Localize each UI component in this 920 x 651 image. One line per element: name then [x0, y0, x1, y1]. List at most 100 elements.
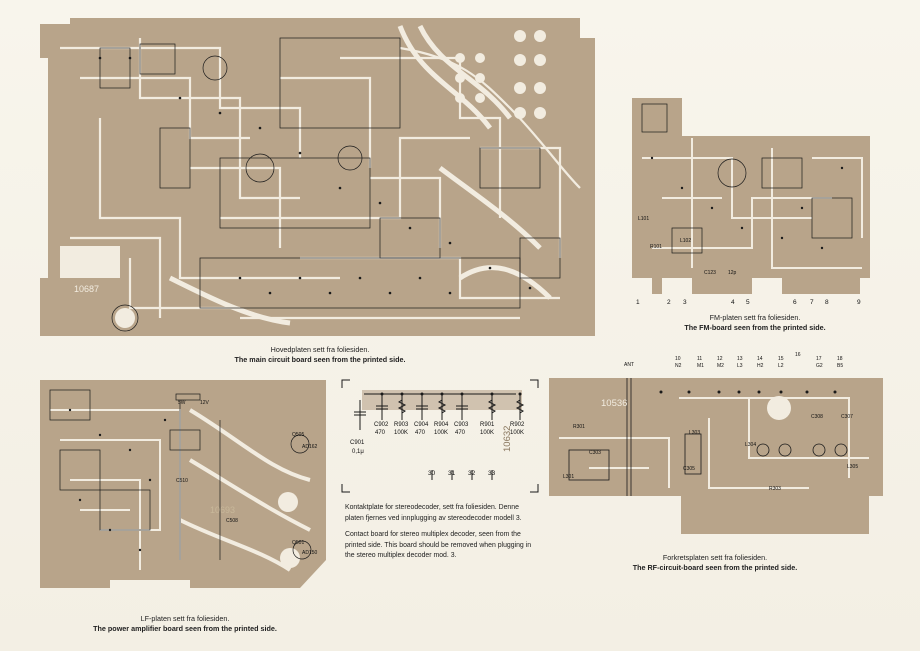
- fm-pin-2: 2: [667, 299, 671, 306]
- lf-label-c510: C510: [176, 478, 188, 484]
- fm-board-caption-en: The FM-board seen from the printed side.: [684, 323, 826, 332]
- contact-r903-ref: R903: [394, 422, 409, 428]
- main-board-caption-no: Hovedplaten sett fra foliesiden.: [270, 345, 370, 354]
- rf-label-l305: L305: [847, 464, 859, 470]
- lf-label-c508: C508: [226, 518, 238, 524]
- fm-pin-7: 7: [810, 299, 814, 306]
- fm-label-l101: L101: [638, 216, 650, 222]
- rf-terminal-15-num: 15: [778, 356, 784, 362]
- lf-power-amplifier-board: 12V 5W Q505 AD162 Q501 AD150 C510 C508 1…: [40, 380, 326, 588]
- rf-terminal-ant: ANT: [624, 362, 634, 368]
- contact-r902-ref: R902: [510, 422, 525, 428]
- main-circuit-board: 10687: [40, 18, 595, 336]
- contact-board-text-en: Contact board for stereo multiplex decod…: [345, 531, 532, 560]
- rf-terminal-13-num: 13: [737, 356, 743, 362]
- contact-c902-value: 470: [375, 430, 386, 436]
- fm-pin-5: 5: [746, 299, 750, 306]
- lf-label-12v: 12V: [200, 400, 209, 406]
- rf-label-r303: R303: [769, 486, 781, 492]
- contact-board-drawing: [341, 379, 539, 493]
- fm-label-l102: L102: [680, 238, 692, 244]
- rf-board-caption: Forkretsplaten sett fra foliesiden. The …: [610, 553, 820, 573]
- main-board-caption-en: The main circuit board seen from the pri…: [234, 355, 406, 364]
- rf-label-l301: L301: [563, 474, 575, 480]
- fm-label-12p: 12p: [728, 270, 737, 276]
- contact-pin-30: 30: [428, 470, 436, 477]
- rf-label-c307: C307: [841, 414, 853, 420]
- rf-label-c305: C305: [683, 466, 695, 472]
- contact-pin-31: 31: [448, 470, 456, 477]
- rf-terminal-13-name: L3: [737, 363, 743, 369]
- contact-c902-ref: C902: [374, 422, 389, 428]
- contact-r903-value: 100K: [394, 430, 409, 436]
- lf-label-q501: Q501: [292, 540, 305, 546]
- rf-terminal-12-num: 12: [717, 356, 723, 362]
- fm-board-drawing: [632, 98, 870, 294]
- contact-board-id: 10632: [502, 425, 513, 452]
- rf-terminal-18-name: B5: [837, 363, 844, 369]
- rf-terminal-16-num: 16: [795, 352, 801, 358]
- contact-r904-value: 100K: [434, 430, 449, 436]
- fm-pin-9: 9: [857, 299, 861, 306]
- rf-terminal-15-name: L2: [778, 363, 784, 369]
- fm-pin-6: 6: [793, 299, 797, 306]
- contact-c901-value: 0,1μ: [352, 449, 364, 455]
- lf-board-caption-no: LF-platen sett fra foliesiden.: [140, 614, 230, 623]
- rf-terminal-17-name: G2: [816, 363, 823, 369]
- fm-label-c123: C123: [704, 270, 716, 276]
- lf-label-q505: Q505: [292, 432, 305, 438]
- rf-terminal-10-name: N2: [675, 363, 682, 369]
- contact-board-text-no: Kontaktplate for stereodecoder, sett fra…: [345, 504, 522, 522]
- lf-board-caption: LF-platen sett fra foliesiden. The power…: [70, 614, 300, 634]
- contact-r902-value: 100K: [510, 430, 525, 436]
- contact-r901-ref: R901: [480, 422, 495, 428]
- rf-terminal-17-num: 17: [816, 356, 822, 362]
- fm-board-caption: FM-platen sett fra foliesiden. The FM-bo…: [660, 313, 850, 333]
- rf-label-c303: C303: [589, 450, 601, 456]
- contact-c901-ref: C901: [350, 440, 365, 446]
- rf-terminal-14-name: H2: [757, 363, 764, 369]
- rf-board-caption-no: Forkretsplaten sett fra foliesiden.: [662, 553, 768, 562]
- lf-label-ad150: AD150: [302, 550, 318, 556]
- contact-pin-33: 33: [488, 470, 496, 477]
- contact-c904-value: 470: [415, 430, 426, 436]
- main-board-caption: Hovedplaten sett fra foliesiden. The mai…: [200, 345, 440, 365]
- rf-circuit-board: 10536 R301 L303 C303 L301 C305 R303 C308…: [549, 378, 883, 534]
- rf-label-c308: C308: [811, 414, 823, 420]
- contact-pin-32: 32: [468, 470, 476, 477]
- lf-board-id: 10693: [210, 505, 236, 515]
- fm-board: R101 L102 C123 12p L101: [632, 98, 870, 294]
- main-board-blank-pad: [60, 246, 120, 278]
- main-board-drawing: [40, 18, 595, 336]
- rf-board-drawing: [549, 378, 883, 534]
- rf-terminal-18-num: 18: [837, 356, 843, 362]
- contact-c904-ref: C904: [414, 422, 429, 428]
- contact-r904-ref: R904: [434, 422, 449, 428]
- rf-terminal-11-num: 11: [697, 356, 703, 362]
- fm-label-r101: R101: [650, 244, 662, 250]
- lf-board-caption-en: The power amplifier board seen from the …: [93, 624, 277, 633]
- rf-label-r301: R301: [573, 424, 585, 430]
- rf-label-l304: L304: [745, 442, 757, 448]
- fm-pin-8: 8: [825, 299, 829, 306]
- rf-board-id: 10536: [601, 398, 628, 409]
- fm-pin-1: 1: [636, 299, 640, 306]
- fm-pin-4: 4: [731, 299, 735, 306]
- contact-board: C901 0,1μ C902 470 R903 100K C904 470 R9…: [341, 379, 539, 493]
- contact-c903-ref: C903: [454, 422, 469, 428]
- contact-board-description: Kontaktplate for stereodecoder, sett fra…: [345, 503, 537, 568]
- fm-pin-3: 3: [683, 299, 687, 306]
- rf-terminal-11-name: M1: [697, 363, 704, 369]
- contact-r901-value: 100K: [480, 430, 495, 436]
- rf-terminal-10-num: 10: [675, 356, 681, 362]
- rf-terminal-12-name: M2: [717, 363, 724, 369]
- rf-terminal-14-num: 14: [757, 356, 763, 362]
- lf-label-ad162: AD162: [302, 444, 318, 450]
- rf-label-l303: L303: [689, 430, 701, 436]
- main-board-id: 10687: [74, 284, 100, 294]
- contact-c903-value: 470: [455, 430, 466, 436]
- lf-label-5w: 5W: [178, 400, 186, 406]
- lf-board-drawing: [40, 380, 326, 588]
- rf-board-caption-en: The RF-circuit-board seen from the print…: [632, 563, 798, 572]
